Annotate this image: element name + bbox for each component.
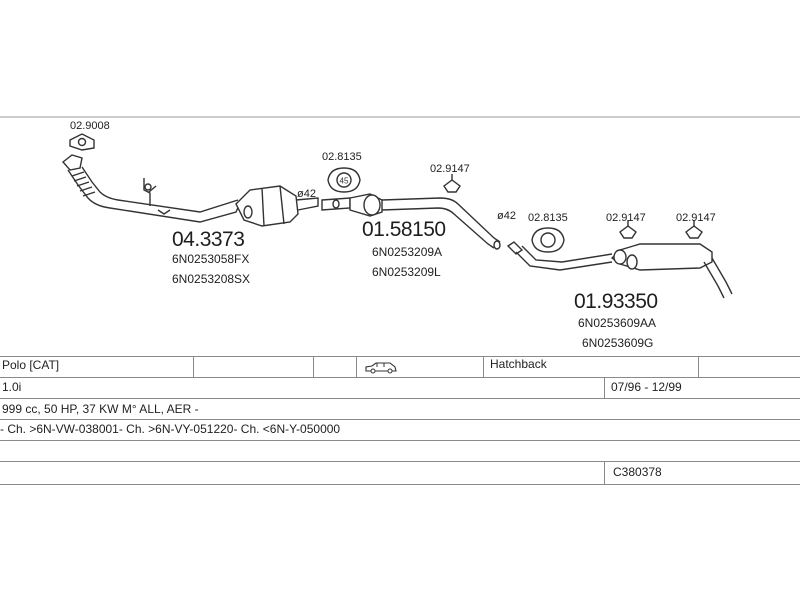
mount-part-number-2: 02.8135 xyxy=(528,212,568,224)
clamp-size-1: ø42 xyxy=(297,188,316,200)
rubber-part-number-1: 02.9147 xyxy=(430,163,470,175)
rear-silencer-oem-1: 6N0253609AA xyxy=(578,316,657,330)
rear-silencer-icon xyxy=(506,241,733,299)
clamp-size-2: ø42 xyxy=(497,210,516,222)
rubber-hanger-icon xyxy=(443,174,703,239)
front-pipe-oem-1: 6N0253058FX xyxy=(172,252,250,266)
rubber-part-number-3: 02.9147 xyxy=(676,212,716,224)
front-pipe-oem-2: 6N0253208SX xyxy=(172,272,251,286)
rear-silencer-oem-2: 6N0253609G xyxy=(582,336,654,350)
body-type-cell: Hatchback xyxy=(490,357,547,371)
specs-cell: 999 cc, 50 HP, 37 KW M° ALL, AER - xyxy=(2,402,199,416)
middle-silencer-oem-1: 6N0253209A xyxy=(372,245,443,259)
rear-silencer-part-number: 01.93350 xyxy=(574,290,658,313)
mount-ring-icon xyxy=(327,167,361,193)
car-icon xyxy=(365,362,397,374)
mount-ring-icon-2 xyxy=(531,227,565,253)
front-pipe-part-number: 04.3373 xyxy=(172,228,245,251)
middle-silencer-icon xyxy=(321,193,501,250)
front-pipe-icon xyxy=(61,154,319,227)
middle-silencer-oem-2: 6N0253209L xyxy=(372,265,441,279)
middle-silencer-part-number: 01.58150 xyxy=(362,218,446,241)
years-cell: 07/96 - 12/99 xyxy=(611,380,682,394)
mount-ring-label: 45 xyxy=(340,177,349,186)
gasket-part-number: 02.9008 xyxy=(70,120,110,132)
mount-part-number-1: 02.8135 xyxy=(322,151,362,163)
code-cell: C380378 xyxy=(613,465,662,479)
gasket-icon xyxy=(69,133,95,151)
chassis-cell: - Ch. >6N-VW-038001- Ch. >6N-VY-051220- … xyxy=(0,422,341,436)
model-cell: Polo [CAT] xyxy=(2,358,60,372)
engine-cell: 1.0i xyxy=(2,380,22,394)
rubber-part-number-2: 02.9147 xyxy=(606,212,646,224)
